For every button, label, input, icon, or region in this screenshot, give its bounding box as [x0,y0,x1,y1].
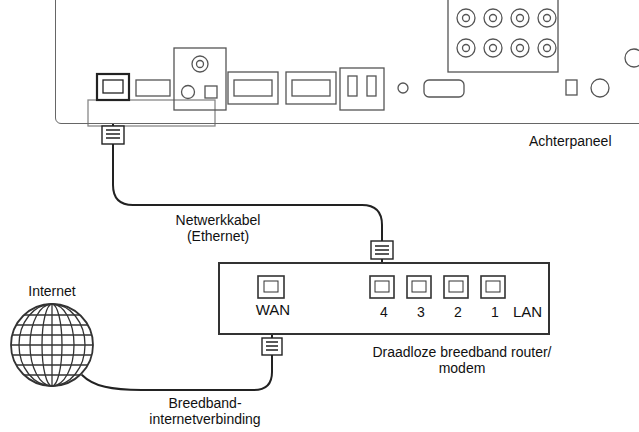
port-label: LAN [513,304,549,320]
ethernet-port [97,74,129,100]
rca-port [591,79,609,97]
lan-jack [375,281,389,292]
port-number: 2 [448,304,468,320]
switch [566,80,577,95]
plug-lines [375,246,389,254]
plug-lines [266,342,278,350]
plugs [102,126,393,355]
plug-lines [106,130,120,138]
ethernet-jack [103,80,123,93]
hdmi-frame [286,72,336,104]
rca-port [511,9,529,27]
rca-port [538,9,556,27]
globe-circle [11,304,93,386]
rca-core [517,45,524,52]
lan-port [407,276,431,298]
internet-globe: Internet [10,303,94,387]
lan-port [481,276,505,298]
port-number: 4 [374,304,394,320]
globe-parallel [12,354,92,355]
usb-frame [340,68,384,110]
globe-parallel [24,374,80,375]
rca-port [511,39,529,57]
coax-core [197,61,204,68]
optical-port [205,86,217,98]
network-cable [113,124,382,262]
rca-core [544,45,551,52]
globe-label: Internet [2,283,102,299]
globe-outline [10,303,94,387]
rca-port [625,49,639,67]
rca-port [457,39,475,57]
cable-label: Netwerkkabel (Ethernet) [160,212,276,244]
lan-jack [412,281,426,292]
network-cable [82,335,272,390]
router-box: WAN4321LANDraadloze breedband router/ mo… [218,262,550,335]
panel-label: Achterpaneel [529,133,639,149]
globe-parallel [16,324,88,325]
cable-label: Breedband- internetverbinding [132,395,278,427]
serial-port [424,80,464,97]
usb-port [367,76,376,96]
globe-parallel [16,364,88,365]
jack-port [398,83,408,93]
hdmi-port [136,80,170,96]
lan-port [444,276,468,298]
wan-jack [264,281,278,292]
back-panel: Achterpaneel [55,0,639,124]
rj45-plug [102,126,124,144]
hdmi-port [234,80,272,96]
rca-port [484,39,502,57]
panel-ledge [88,100,215,126]
wan-port [258,276,284,298]
globe-parallel [11,344,93,345]
coaxial-out [182,86,195,99]
hdmi-port [292,80,330,96]
port-number: 3 [411,304,431,320]
globe-parallel [24,314,80,315]
usb-port [348,76,357,96]
router-caption: Draadloze breedband router/ modem [357,344,567,376]
lan-jack [486,281,500,292]
rca-core [544,15,551,22]
globe-parallel [12,334,92,335]
rca-core [463,15,470,22]
lan-port [370,276,394,298]
port-number: 1 [485,304,505,320]
rca-core [517,15,524,22]
rj45-plug [262,338,282,355]
hdmi-frame [228,72,278,104]
router-ports [258,276,505,298]
panel-connectors [88,0,639,126]
rca-port [484,9,502,27]
coax-port [192,56,208,72]
rca-core [463,45,470,52]
lan-jack [449,281,463,292]
rca-core [490,45,497,52]
rca-core [490,15,497,22]
rj45-plug [371,241,393,259]
rca-port [538,39,556,57]
rca-frame [448,0,558,72]
audio-frame [174,48,226,110]
port-label: WAN [248,302,298,318]
rca-port [457,9,475,27]
